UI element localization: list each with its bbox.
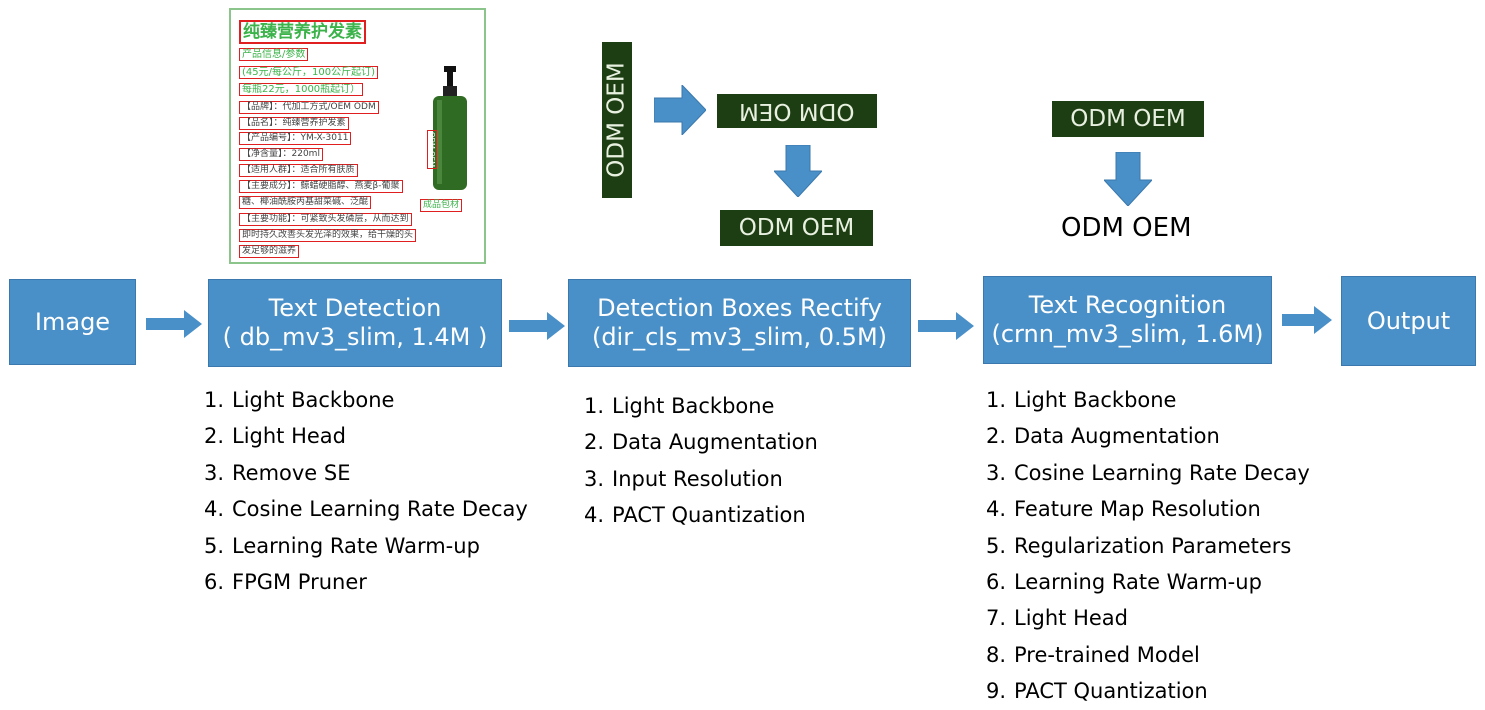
- bottle-image: [433, 66, 467, 190]
- product-line: 【品牌】：代加工方式/OEM ODM: [239, 101, 379, 114]
- recognition-input-text: ODM OEM: [1070, 106, 1186, 132]
- detection-rectify-subtitle: (dir_cls_mv3_slim, 0.5M): [591, 323, 888, 351]
- recognition-techniques-list: 1.Light Backbone 2.Data Augmentation 3.C…: [986, 382, 1310, 710]
- list-item: 7.Light Head: [986, 606, 1128, 631]
- list-item: 1.Light Backbone: [986, 388, 1177, 412]
- product-line: 【品名】：纯臻营养护发素: [239, 117, 349, 130]
- flipped-text-crop: ODM OEM: [717, 94, 877, 128]
- list-item: 5.Learning Rate Warm-up: [204, 533, 480, 558]
- product-line: 【产品编号】：YM-X-3011: [239, 132, 352, 145]
- product-line: 【主要成分】：鲸蜡硬脂醇、燕麦β-葡聚: [239, 180, 403, 193]
- list-item: 4.Cosine Learning Rate Decay: [204, 497, 528, 522]
- list-item: 1.Light Backbone: [584, 394, 775, 418]
- output-box: Output: [1341, 276, 1476, 366]
- product-line: 【净含量】：220ml: [239, 148, 323, 161]
- image-box: Image: [9, 279, 136, 365]
- list-item: 4.Feature Map Resolution: [986, 497, 1261, 522]
- text-recognition-box: Text Recognition (crnn_mv3_slim, 1.6M): [983, 276, 1272, 364]
- product-line: 产品信息/参数: [239, 48, 309, 61]
- recognition-output-text: ODM OEM: [1061, 213, 1192, 243]
- text-detection-subtitle: ( db_mv3_slim, 1.4M ): [222, 323, 488, 351]
- text-detection-title: Text Detection: [268, 294, 442, 323]
- arrow-right-icon: [509, 312, 565, 340]
- product-line: 每瓶22元，1000瓶起订）: [239, 83, 364, 96]
- arrow-right-icon: [918, 312, 974, 340]
- detection-rectify-box: Detection Boxes Rectify (dir_cls_mv3_sli…: [568, 279, 911, 367]
- list-item: 2.Data Augmentation: [584, 430, 818, 455]
- arrow-right-icon: [654, 85, 706, 135]
- list-item: 9.PACT Quantization: [986, 679, 1208, 704]
- product-line: 糖、椰油酰胺丙基甜菜碱、泛醌: [239, 196, 372, 209]
- product-line: (45元/每公斤，100公斤起订): [239, 66, 378, 79]
- product-line: 发足够的滋养: [239, 245, 300, 258]
- vertical-crop-text: ODM OEM: [604, 62, 631, 178]
- rectify-techniques-list: 1.Light Backbone 2.Data Augmentation 3.I…: [584, 388, 818, 534]
- detection-techniques-list: 1.Light Backbone 2.Light Head 3.Remove S…: [204, 382, 528, 600]
- text-detection-box: Text Detection ( db_mv3_slim, 1.4M ): [208, 279, 502, 367]
- rectified-crop-text: ODM OEM: [738, 215, 855, 241]
- recognition-input-crop: ODM OEM: [1052, 101, 1204, 137]
- output-box-label: Output: [1366, 306, 1451, 335]
- text-recognition-subtitle: (crnn_mv3_slim, 1.6M): [991, 320, 1264, 348]
- list-item: 3.Cosine Learning Rate Decay: [986, 460, 1310, 485]
- arrow-down-icon: [774, 145, 822, 197]
- product-line: 即时持久改善头发光泽的效果，给干燥的头: [239, 229, 417, 242]
- list-item: 8.Pre-trained Model: [986, 642, 1200, 667]
- list-item: 1.Light Backbone: [204, 388, 395, 412]
- bottle-label: ODM OEM: [427, 130, 437, 170]
- product-image: 纯臻营养护发素 产品信息/参数 (45元/每公斤，100公斤起订) 每瓶22元，…: [229, 8, 486, 264]
- arrow-down-icon: [1104, 152, 1152, 206]
- list-item: 3.Input Resolution: [584, 466, 783, 491]
- list-item: 3.Remove SE: [204, 460, 351, 485]
- rectified-text-crop: ODM OEM: [720, 210, 873, 246]
- list-item: 2.Light Head: [204, 424, 346, 449]
- arrow-right-icon: [1282, 306, 1332, 334]
- list-item: 6.Learning Rate Warm-up: [986, 569, 1262, 594]
- detection-rectify-title: Detection Boxes Rectify: [597, 294, 882, 323]
- product-line: 【适用人群】：适合所有肤质: [239, 164, 358, 177]
- arrow-right-icon: [146, 310, 202, 338]
- list-item: 6.FPGM Pruner: [204, 569, 367, 594]
- vertical-text-crop: ODM OEM: [602, 42, 632, 198]
- list-item: 5.Regularization Parameters: [986, 533, 1292, 558]
- product-title: 纯臻营养护发素: [239, 20, 366, 44]
- text-recognition-title: Text Recognition: [1028, 291, 1227, 320]
- flipped-crop-text: ODM OEM: [739, 98, 855, 124]
- image-box-label: Image: [34, 307, 111, 336]
- list-item: 2.Data Augmentation: [986, 424, 1220, 449]
- bottle-caption: 成品包材: [420, 199, 463, 212]
- list-item: 4.PACT Quantization: [584, 503, 806, 528]
- product-line: 【主要功能】：可紧致头发磷层，从而达到: [239, 213, 412, 226]
